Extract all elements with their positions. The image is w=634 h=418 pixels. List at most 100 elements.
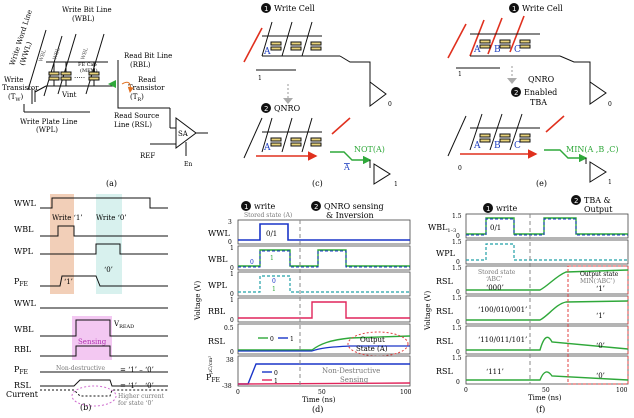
wbl-label: Write Bit Line — [62, 6, 112, 14]
f-wbl-val: 0/1 — [490, 224, 501, 232]
mfm-label: (MFM) — [80, 67, 98, 74]
f-yt-4a: 1.5 — [452, 295, 462, 302]
b2-rbl: RBL — [14, 345, 32, 354]
d-output-state-2: State (A) — [356, 345, 388, 353]
d-yt-wwl-top: 3 — [228, 219, 232, 226]
wbl-i-1: WBL — [38, 49, 48, 63]
f-voltage: Voltage (V) — [424, 291, 432, 331]
f-row-rsl3: RSL — [436, 337, 454, 346]
e-cell-c-2: C — [514, 141, 521, 151]
svg-text:1: 1 — [608, 179, 612, 186]
wpl-label: Write Plate Line — [20, 118, 78, 126]
f-step2: TBA & — [584, 196, 611, 205]
panel-d: 1 write Stored state (A) 2 QNRO sensing … — [194, 201, 412, 414]
f-output-min: MIN(‘ABC’) — [580, 278, 615, 285]
d-yt-wbl-top: 1 — [230, 245, 234, 252]
f-xlabel: Time (ns) — [528, 394, 562, 402]
f-s110: ‘110/011/101’ — [478, 336, 527, 344]
f-yt-3b: 0 — [456, 289, 460, 296]
f-step2b: Output — [584, 205, 613, 214]
d-xt2: 100 — [400, 389, 412, 396]
vread-label: VREAD — [113, 320, 134, 330]
f-yt-1b: 0 — [456, 233, 460, 240]
b-wbl: WBL — [14, 225, 34, 234]
sensing-label: Sensing — [78, 338, 107, 346]
d-yt-wpl-bot: 0 — [230, 291, 234, 298]
f-s111: ‘111’ — [486, 368, 504, 376]
vint-label: Vint — [61, 91, 77, 99]
nondestructive-label: Non-destructive — [56, 365, 105, 372]
e-cell-b-2: B — [494, 141, 501, 151]
b-pfe: PFE — [14, 277, 28, 288]
d-stored: Stored state (A) — [244, 212, 292, 219]
fe-capacitors: ..... — [48, 62, 100, 81]
higher-label-2: for state ‘0’ — [118, 400, 153, 407]
f-yt-6a: 1.5 — [452, 355, 462, 362]
d-xt1: 50 — [318, 389, 326, 396]
d-wbl-1: 1 — [270, 255, 274, 262]
d-row-rbl: RBL — [208, 307, 226, 316]
b-wpl: WPL — [14, 247, 34, 256]
f-yt-6b: 0 — [456, 379, 460, 386]
b2-rsl-2: Current — [6, 390, 39, 399]
panel-a-caption: (a) — [106, 179, 117, 188]
read-transistor-label-2: Transistor — [128, 84, 165, 92]
d-rsl-leg1: 1 — [290, 336, 294, 343]
svg-text:1: 1 — [512, 5, 516, 13]
panel-e-caption: (e) — [536, 179, 547, 188]
f-yt-2a: 1.5 — [452, 239, 462, 246]
write1-label: Write ‘1’ — [52, 214, 83, 222]
f-s100: ‘100/010/001’ — [478, 306, 527, 314]
e-out: MIN(A ,B ,C) — [566, 145, 619, 154]
panel-f: 1 write 2 TBA & Output WBL1–3 1.5 0 0/1 … — [424, 195, 629, 414]
d-row-wpl: WPL — [208, 281, 228, 290]
f-row-wpl: WPL — [436, 249, 456, 258]
b2-rsl: RSL — [14, 381, 32, 390]
f-yt-5b: 0 — [456, 349, 460, 356]
green-arrow — [108, 80, 116, 88]
e-cell-a: A — [473, 45, 481, 55]
e-step2c: TBA — [530, 98, 547, 107]
svg-text:2: 2 — [264, 105, 268, 113]
panel-a: Write Word Line (WWL) Write Bit Line (WB… — [2, 6, 208, 188]
panel-b: WWL WBL WPL PFE Write ‘1’ Write ‘0’ ‘1’ … — [6, 194, 168, 412]
f-yt-1a: 1.5 — [452, 213, 462, 220]
d-yt-wbl-bot: 0 — [230, 265, 234, 272]
write-transistor-label-2: Transistor — [2, 84, 39, 92]
e-step2: QNRO — [528, 75, 555, 84]
panel-b-caption: (b) — [80, 403, 91, 412]
fecap-label: FE Cap — [78, 62, 97, 68]
e-cell-c: C — [514, 45, 521, 55]
f-yt-2b: 0 — [456, 259, 460, 266]
wbl-i-3: WBL — [80, 47, 90, 61]
wpl-short-label: (WPL) — [36, 126, 58, 134]
d-yt-rbl-top: 1 — [230, 297, 234, 304]
f-xt0: 0 — [464, 387, 468, 394]
panel-d-caption: (d) — [312, 405, 323, 414]
write-transistor-label: Write — [4, 76, 23, 84]
rsl-label: Read Source — [114, 112, 159, 120]
d-wpl-0: 0 — [272, 278, 276, 285]
d-xlabel: Time (ns) — [302, 396, 336, 404]
d-row-wwl: WWL — [208, 229, 230, 238]
b-wwl: WWL — [14, 199, 36, 208]
tw-label: (TW) — [8, 93, 24, 103]
d-wwl-val: 0/1 — [266, 230, 277, 238]
svg-text:0: 0 — [388, 101, 392, 108]
en-label: En — [184, 161, 192, 168]
d-row-rsl: RSL — [208, 337, 226, 346]
f-o1a: ‘1’ — [596, 285, 605, 293]
state0-label: ‘0’ — [104, 266, 113, 274]
f-output-state: Output state — [580, 271, 619, 278]
higher-label: Higher current — [118, 393, 165, 400]
d-output-state: Output — [360, 336, 385, 344]
f-xt2: 100 — [616, 387, 628, 394]
d-row-wbl: WBL — [208, 255, 228, 264]
higher-current-ellipse — [71, 385, 117, 407]
f-row-wbl: WBL1–3 — [428, 223, 456, 234]
svg-text:1: 1 — [486, 205, 490, 213]
f-s000: ‘000’ — [486, 284, 504, 292]
c-cell-a-2: A — [263, 143, 271, 153]
e-one: 1 — [458, 71, 462, 78]
d-pfe-unit: μC/cm² — [208, 356, 214, 374]
